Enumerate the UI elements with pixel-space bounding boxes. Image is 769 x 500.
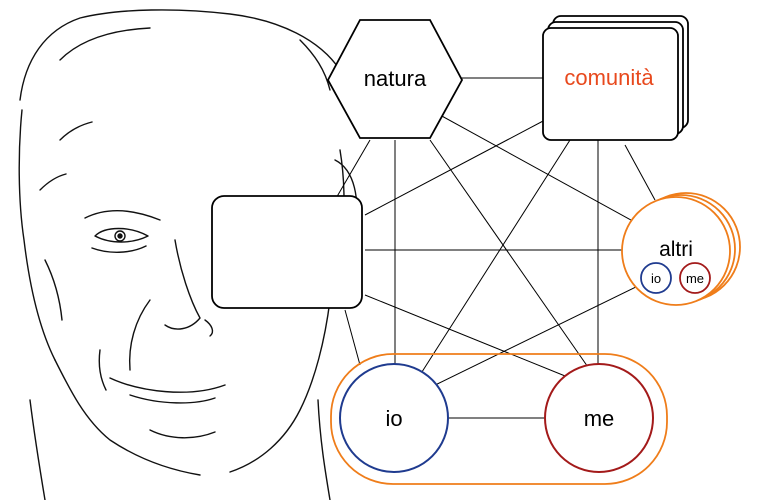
altri-node[interactable]: altri io me	[621, 192, 741, 306]
io-label: io	[385, 406, 402, 431]
blank-node[interactable]	[211, 195, 363, 309]
altri-io-circle	[640, 262, 672, 294]
io-me-group-pill	[330, 353, 668, 485]
comunita-label: comunità	[564, 65, 654, 90]
altri-me-circle	[679, 262, 711, 294]
me-node[interactable]: me	[544, 363, 654, 473]
io-node[interactable]: io	[339, 363, 449, 473]
altri-me-label: me	[686, 271, 704, 286]
face-sketch-icon	[18, 9, 358, 500]
altri-io-label: io	[651, 271, 661, 286]
altri-label: altri	[659, 238, 693, 261]
connection-lines	[334, 77, 656, 419]
me-label: me	[584, 406, 615, 431]
natura-node[interactable]: natura	[326, 19, 464, 139]
comunita-node[interactable]: comunità	[542, 15, 689, 141]
natura-label: natura	[364, 66, 427, 91]
